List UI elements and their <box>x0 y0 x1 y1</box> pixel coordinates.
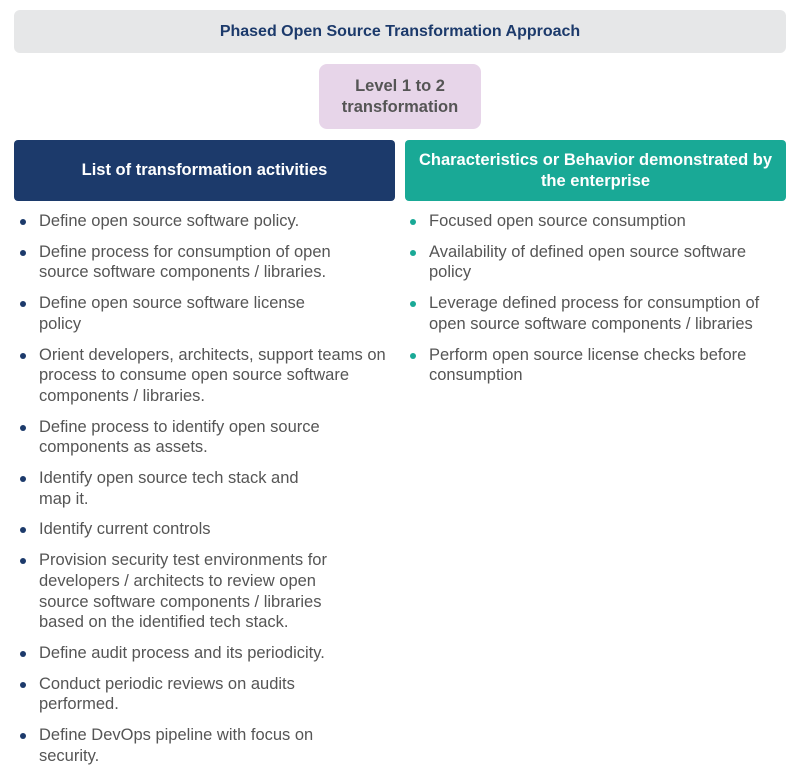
activity-item-text: Conduct periodic reviews on audits perfo… <box>39 674 295 714</box>
activity-item: Define audit process and its periodicity… <box>20 643 369 664</box>
characteristics-header: Characteristics or Behavior demonstrated… <box>405 140 786 201</box>
bullet-icon <box>20 681 26 688</box>
activity-item: Orient developers, architects, support t… <box>20 345 399 407</box>
characteristic-item-text: Availability of defined open source soft… <box>429 242 747 282</box>
bullet-icon <box>20 558 26 565</box>
characteristic-item: Leverage defined process for consumption… <box>410 293 780 334</box>
activity-item: Define process to identify open source c… <box>20 417 359 458</box>
activities-header: List of transformation activities <box>14 140 395 201</box>
activity-item-text: Define audit process and its periodicity… <box>39 643 325 662</box>
bullet-icon <box>20 301 26 308</box>
activity-item-text: Define open source software license poli… <box>39 294 305 333</box>
bullet-icon <box>20 476 26 483</box>
activity-item: Define process for consumption of open s… <box>20 242 369 283</box>
characteristic-item-text: Perform open source license checks befor… <box>429 345 747 385</box>
activity-item-text: Orient developers, architects, support t… <box>39 345 386 405</box>
activity-item: Conduct periodic reviews on audits perfo… <box>20 674 329 715</box>
activities-list: Define open source software policy. Defin… <box>20 211 386 776</box>
characteristic-item-text: Focused open source consumption <box>429 212 686 230</box>
bullet-icon <box>410 219 416 225</box>
activity-item-text: Identify current controls <box>39 520 211 539</box>
characteristic-item-text: Leverage defined process for consumption… <box>429 294 760 333</box>
bullet-icon <box>410 301 416 308</box>
characteristic-item: Focused open source consumption <box>410 211 780 232</box>
activity-item-text: Define process for consumption of open s… <box>39 242 331 282</box>
activity-item-text: Provision security test environments for… <box>39 551 327 632</box>
diagram-title: Phased Open Source Transformation Approa… <box>14 10 786 53</box>
activity-item-text: Define DevOps pipeline with focus on sec… <box>39 726 314 765</box>
activity-item: Define DevOps pipeline with focus on sec… <box>20 725 339 766</box>
activity-item: Identify open source tech stack and map … <box>20 468 329 509</box>
activity-item: Provision security test environments for… <box>20 550 359 633</box>
activity-item-text: Define process to identify open source c… <box>39 417 320 457</box>
bullet-icon <box>410 249 416 256</box>
bullet-icon <box>20 733 26 740</box>
bullet-icon <box>20 527 26 534</box>
activity-item: Define open source software license poli… <box>20 293 339 334</box>
characteristic-item: Availability of defined open source soft… <box>410 242 780 283</box>
activity-item-text: Define open source software policy. <box>39 212 300 230</box>
activity-item: Define open source software policy. <box>20 211 369 232</box>
bullet-icon <box>20 424 26 431</box>
bullet-icon <box>20 219 26 225</box>
bullet-icon <box>410 352 416 359</box>
level-box: Level 1 to 2 transformation <box>319 64 481 129</box>
activity-item: Identify current controls <box>20 519 369 540</box>
characteristic-item: Perform open source license checks befor… <box>410 345 780 386</box>
bullet-icon <box>20 249 26 256</box>
bullet-icon <box>20 650 26 657</box>
bullet-icon <box>20 352 26 359</box>
activity-item-text: Identify open source tech stack and map … <box>39 469 299 508</box>
